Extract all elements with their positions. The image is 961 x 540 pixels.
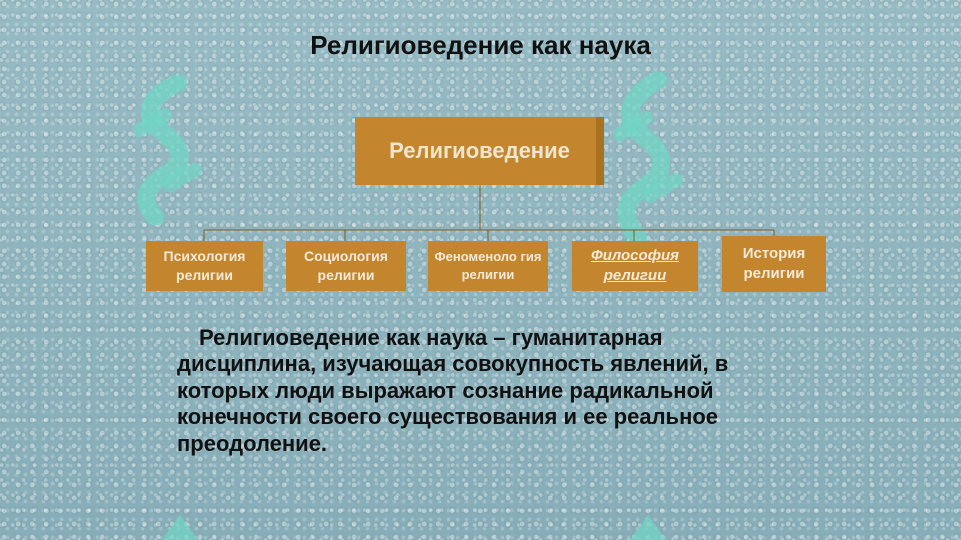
child-node-sociology-of-religion: Социология религии — [286, 241, 406, 291]
child-node-psychology-of-religion: Психология религии — [146, 241, 263, 291]
root-node-religious-studies: Религиоведение — [355, 117, 604, 185]
decorative-ornament-bottom-left — [162, 515, 198, 540]
decorative-ornament-bottom-right — [630, 515, 666, 540]
slide-title: Религиоведение как наука — [310, 30, 651, 60]
child-node-history-of-religion: История религии — [722, 236, 826, 292]
child-node-philosophy-of-religion[interactable]: Философия религии — [572, 241, 698, 291]
definition-text: Религиоведение как наука – гуманитарная … — [177, 325, 729, 456]
decorative-ornament-right — [613, 72, 683, 247]
child-node-phenomenology-of-religion: Феноменоло гия религии — [428, 241, 548, 291]
root-node-shadow — [596, 117, 604, 185]
decorative-ornament-left — [133, 75, 202, 225]
